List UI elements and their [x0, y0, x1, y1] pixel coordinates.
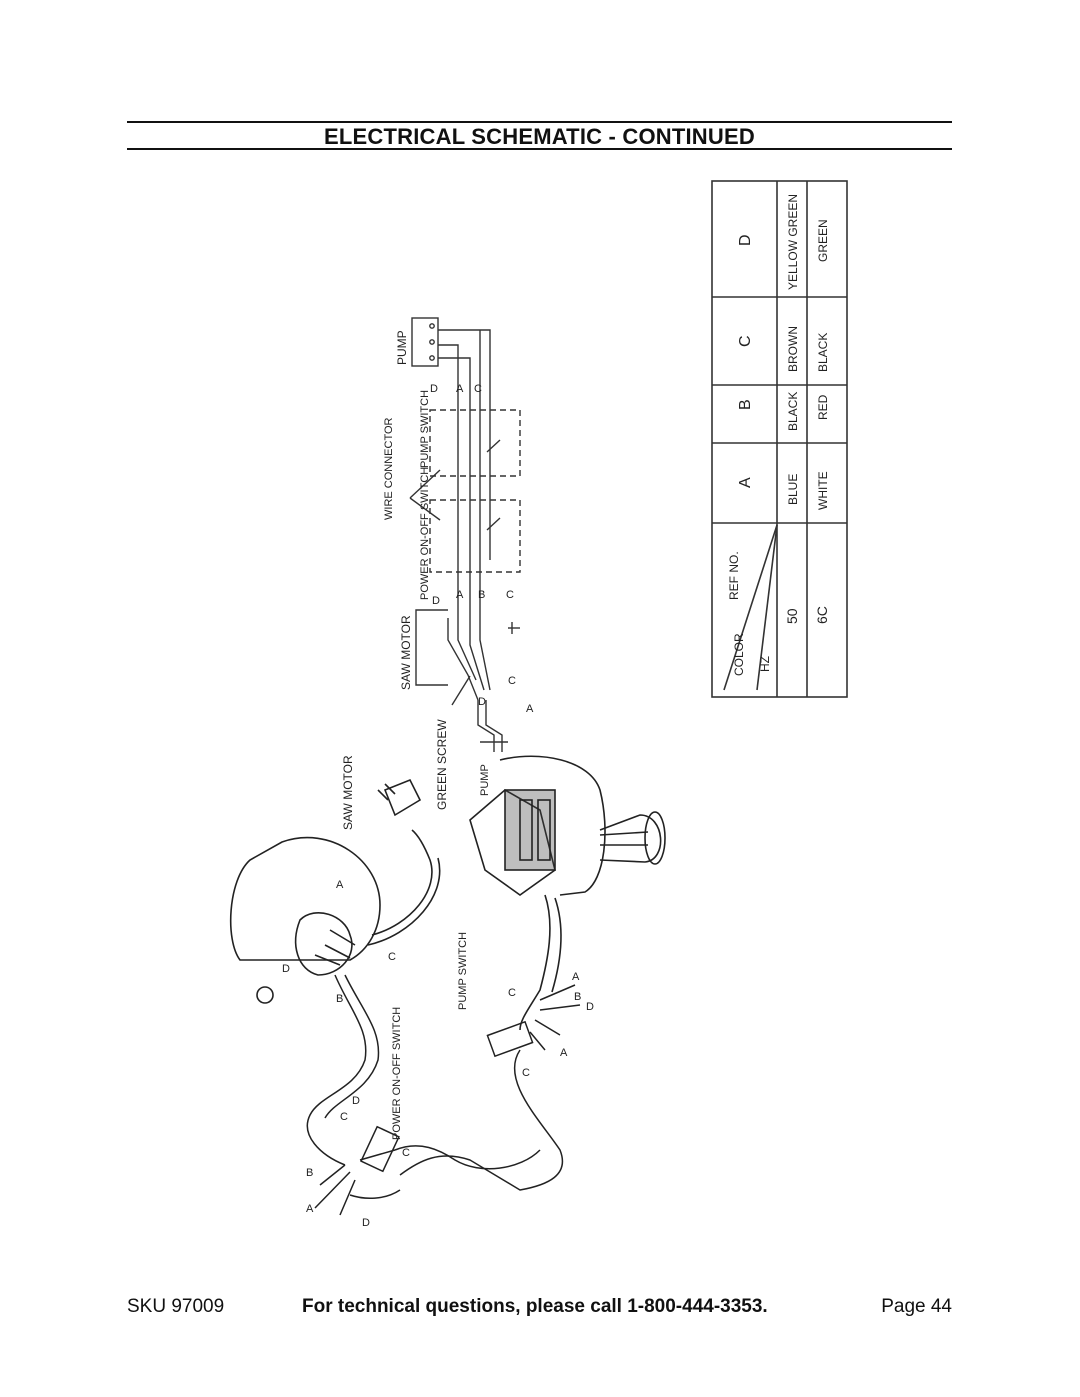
letter-a-3: A — [526, 703, 534, 715]
title-rule-top — [127, 121, 952, 123]
table-col-b: B — [737, 399, 754, 410]
p-letter-d-4: D — [362, 1217, 370, 1229]
table-60-a: WHITE — [816, 471, 830, 510]
table-corner-color: COLOR — [732, 633, 746, 676]
label-saw-motor: SAW MOTOR — [399, 615, 413, 690]
footer-sku: SKU 97009 — [127, 1296, 225, 1317]
footer-tech-support: For technical questions, please call 1-8… — [302, 1296, 768, 1317]
pictorial-label-pump-switch: PUMP SWITCH — [457, 932, 469, 1010]
table-50-c: BROWN — [786, 326, 800, 372]
table-60-c: BLACK — [816, 333, 830, 372]
label-power-switch: POWER ON-OFF SWITCH — [419, 467, 431, 600]
power-switch-box — [429, 499, 521, 573]
letter-a-2: A — [456, 589, 464, 601]
color-table — [711, 180, 848, 698]
letter-b-1: B — [478, 589, 485, 601]
table-col-c: C — [737, 335, 754, 347]
p-letter-c-2: C — [508, 987, 516, 999]
p-letter-c-5: C — [402, 1147, 410, 1159]
letter-d-3: D — [478, 696, 486, 708]
p-letter-b-1: B — [336, 993, 343, 1005]
p-letter-a-4: A — [306, 1203, 314, 1215]
footer-page-number: Page 44 — [881, 1296, 952, 1317]
title-rule-bottom — [127, 148, 952, 150]
p-letter-c-4: C — [340, 1111, 348, 1123]
pump-drawing — [469, 755, 666, 1031]
p-letter-d-2: D — [586, 1001, 594, 1013]
letter-c-1: C — [474, 383, 482, 395]
p-letter-a-3: A — [560, 1047, 568, 1059]
label-green-screw: GREEN SCREW — [435, 719, 449, 810]
table-hz-60: 6C — [814, 606, 830, 624]
page-title: ELECTRICAL SCHEMATIC - CONTINUED — [324, 124, 755, 149]
table-col-a: A — [737, 477, 754, 488]
p-letter-c-1: C — [388, 951, 396, 963]
pump-switch-box — [429, 409, 521, 477]
p-letter-a-2: A — [572, 971, 580, 983]
letter-c-2: C — [506, 589, 514, 601]
letter-c-3: C — [508, 675, 516, 687]
power-switch-drawing — [306, 974, 541, 1216]
table-50-a: BLUE — [786, 474, 800, 505]
table-50-b: BLACK — [786, 392, 800, 431]
pictorial-label-saw-motor: SAW MOTOR — [341, 755, 355, 830]
p-letter-b-2: B — [574, 991, 581, 1003]
saw-motor-box — [415, 609, 448, 686]
pump-box — [411, 317, 439, 367]
saw-motor-drawing — [229, 778, 441, 1004]
line-schematic — [409, 317, 521, 752]
p-letter-c-3: C — [522, 1067, 530, 1079]
label-pump: PUMP — [395, 330, 409, 365]
schematic-labels: PUMP PUMP SWITCH WIRE CONNECTOR POWER ON… — [383, 330, 534, 810]
p-letter-a-1: A — [336, 879, 344, 891]
p-letter-d-1: D — [282, 963, 290, 975]
pictorial-label-power-switch: POWER ON-OFF SWITCH — [391, 1007, 403, 1140]
label-wire-connector: WIRE CONNECTOR — [383, 417, 395, 520]
table-50-d: YELLOW GREEN — [786, 194, 800, 290]
pump-switch-drawing — [399, 984, 581, 1191]
letter-d-1: D — [430, 383, 438, 395]
table-hz-50: 50 — [784, 608, 800, 624]
letter-a-1: A — [456, 383, 464, 395]
label-pump-plug: PUMP — [479, 764, 491, 796]
pictorial-labels: SAW MOTOR PUMP SWITCH POWER ON-OFF SWITC… — [282, 755, 594, 1229]
p-letter-b-3: B — [306, 1167, 313, 1179]
color-table-text: REF NO. COLOR HZ A B C D 50 6C BLUE BLAC… — [727, 194, 830, 676]
p-letter-d-3: D — [352, 1095, 360, 1107]
table-60-d: GREEN — [816, 219, 830, 262]
table-corner-refno: REF NO. — [727, 551, 741, 600]
table-col-d: D — [737, 234, 754, 246]
table-corner-hz: HZ — [758, 656, 772, 672]
label-pump-switch: PUMP SWITCH — [419, 390, 431, 468]
table-60-b: RED — [816, 394, 830, 420]
letter-d-2: D — [432, 595, 440, 607]
